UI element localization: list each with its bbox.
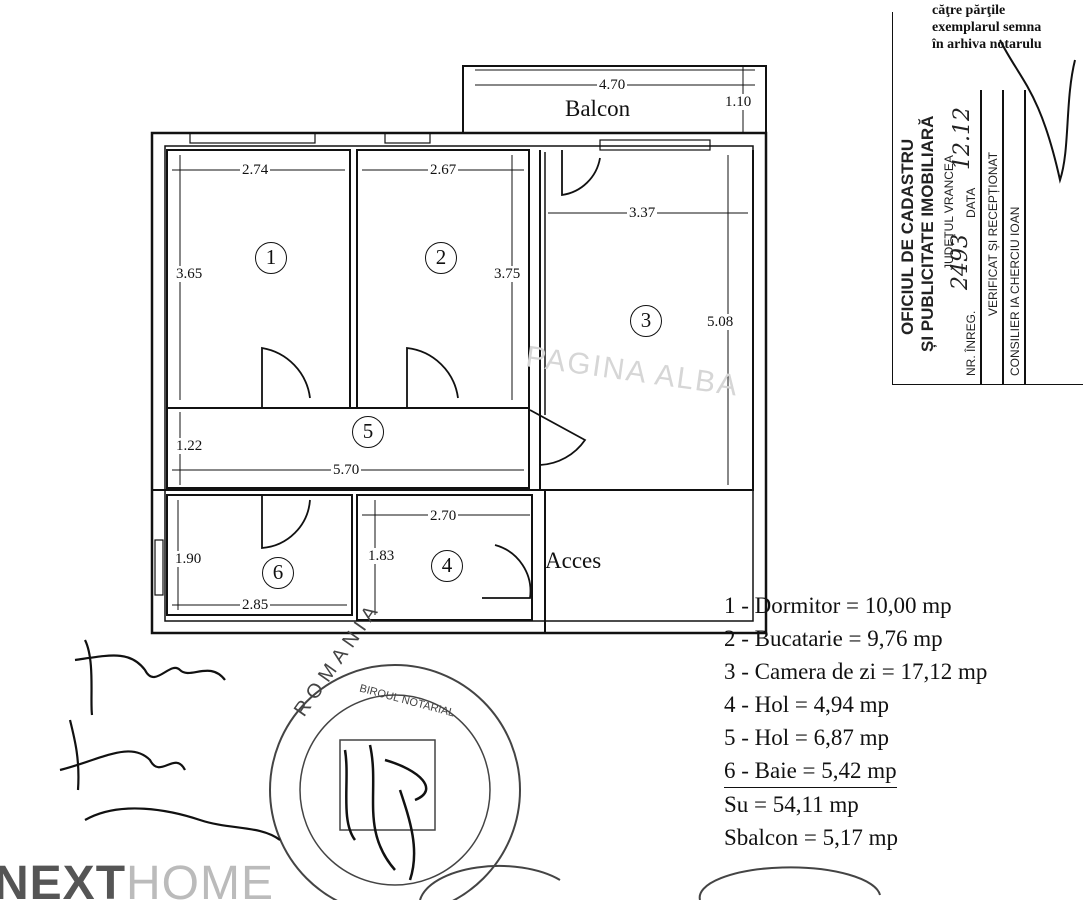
legend-item: 4 - Hol = 4,94 mp <box>724 692 890 717</box>
stamp-divider <box>1024 90 1026 384</box>
door-baie <box>261 495 311 549</box>
room-number-4: 4 <box>431 550 463 582</box>
stamp-title-1: OFICIUL DE CADASTRU <box>898 138 917 335</box>
signature-top-right <box>999 39 1076 184</box>
door-acces <box>482 544 532 599</box>
watermark-light: HOME <box>126 857 275 910</box>
legend-item-last: 6 - Baie = 5,42 mp <box>724 754 897 788</box>
legend-item: 1 - Dormitor = 10,00 mp <box>724 593 952 618</box>
hol5-walls <box>166 407 530 489</box>
watermark-logo: NEXTHOME <box>0 856 274 911</box>
legend-item: 5 - Hol = 6,87 mp <box>724 725 890 750</box>
legend-item: 2 - Bucatarie = 9,76 mp <box>724 626 943 651</box>
dim-room3-height: 5.08 <box>705 314 736 330</box>
stamp-nr-label: NR. ÎNREG. <box>964 310 978 376</box>
stamp-divider <box>980 90 982 384</box>
dim-room1-width: 2.74 <box>240 162 271 178</box>
notary-note: căţre părţile exemplarul semna în arhiva… <box>932 2 1042 53</box>
notary-note-line: căţre părţile <box>932 3 1006 18</box>
area-legend: 1 - Dormitor = 10,00 mp 2 - Bucatarie = … <box>724 589 987 854</box>
legend-total-su: Su = 54,11 mp <box>724 792 859 817</box>
baie-walls <box>166 494 353 616</box>
legend-total-sbalcon: Sbalcon = 5,17 mp <box>724 825 898 850</box>
stamp-date-label: DATA <box>964 187 978 218</box>
room-number-6: 6 <box>262 557 294 589</box>
dim-room2-width: 2.67 <box>428 162 459 178</box>
acces-label: Acces <box>545 548 602 573</box>
dim-hol5-height: 1.22 <box>174 438 205 454</box>
room-number-2: 2 <box>425 242 457 274</box>
legend-item: 6 - Baie = 5,42 mp <box>724 754 987 788</box>
stamp-nr-value: 2493 <box>948 234 973 290</box>
cadastre-stamp <box>892 12 1083 385</box>
stamp-verified: VERIFICAT ȘI RECEPȚIONAT <box>986 151 1000 316</box>
door-balcony <box>561 150 601 197</box>
dim-hol4-width: 2.70 <box>428 508 459 524</box>
window-room3 <box>599 139 711 151</box>
outer-wall <box>150 131 768 635</box>
signature-notary <box>343 744 428 881</box>
stamp-divider <box>1002 90 1004 384</box>
window-room2 <box>384 132 431 144</box>
balcony-outline <box>462 65 767 133</box>
dim-balcon-depth: 1.10 <box>723 94 754 110</box>
stamp-consilier: CONSILIER IA CHERCIU IOAN <box>1008 206 1022 376</box>
stamp-date-value: 12.12 <box>950 107 975 170</box>
hol4-walls <box>356 494 533 621</box>
dim-room1-height: 3.65 <box>174 266 205 282</box>
notary-note-line: în arhiva notarulu <box>932 37 1042 52</box>
dim-room3-width: 3.37 <box>627 205 658 221</box>
room-number-3: 3 <box>630 305 662 337</box>
stamp-title-2: ȘI PUBLICITATE IMOBILIARĂ <box>918 115 937 352</box>
door-room1 <box>261 346 311 408</box>
balcon-label: Balcon <box>565 96 631 121</box>
dim-baie-height: 1.90 <box>173 551 204 567</box>
legend-item: 3 - Camera de zi = 17,12 mp <box>724 659 988 684</box>
room-number-1: 1 <box>255 242 287 274</box>
dim-baie-width: 2.85 <box>240 597 271 613</box>
notary-note-line: exemplarul semna <box>932 20 1042 35</box>
door-room2 <box>406 346 459 408</box>
notary-round-stamp <box>269 664 521 900</box>
watermark-bold: NEXT <box>0 857 127 910</box>
dim-hol5-width: 5.70 <box>331 462 362 478</box>
dim-balcon-width: 4.70 <box>597 77 628 93</box>
door-room3 <box>529 409 587 466</box>
window-room1 <box>189 132 316 144</box>
room3-walls <box>539 150 754 491</box>
dim-hol4-height: 1.83 <box>366 548 397 564</box>
dim-room2-height: 3.75 <box>492 266 523 282</box>
room-number-5: 5 <box>352 416 384 448</box>
signature-left <box>59 639 281 841</box>
